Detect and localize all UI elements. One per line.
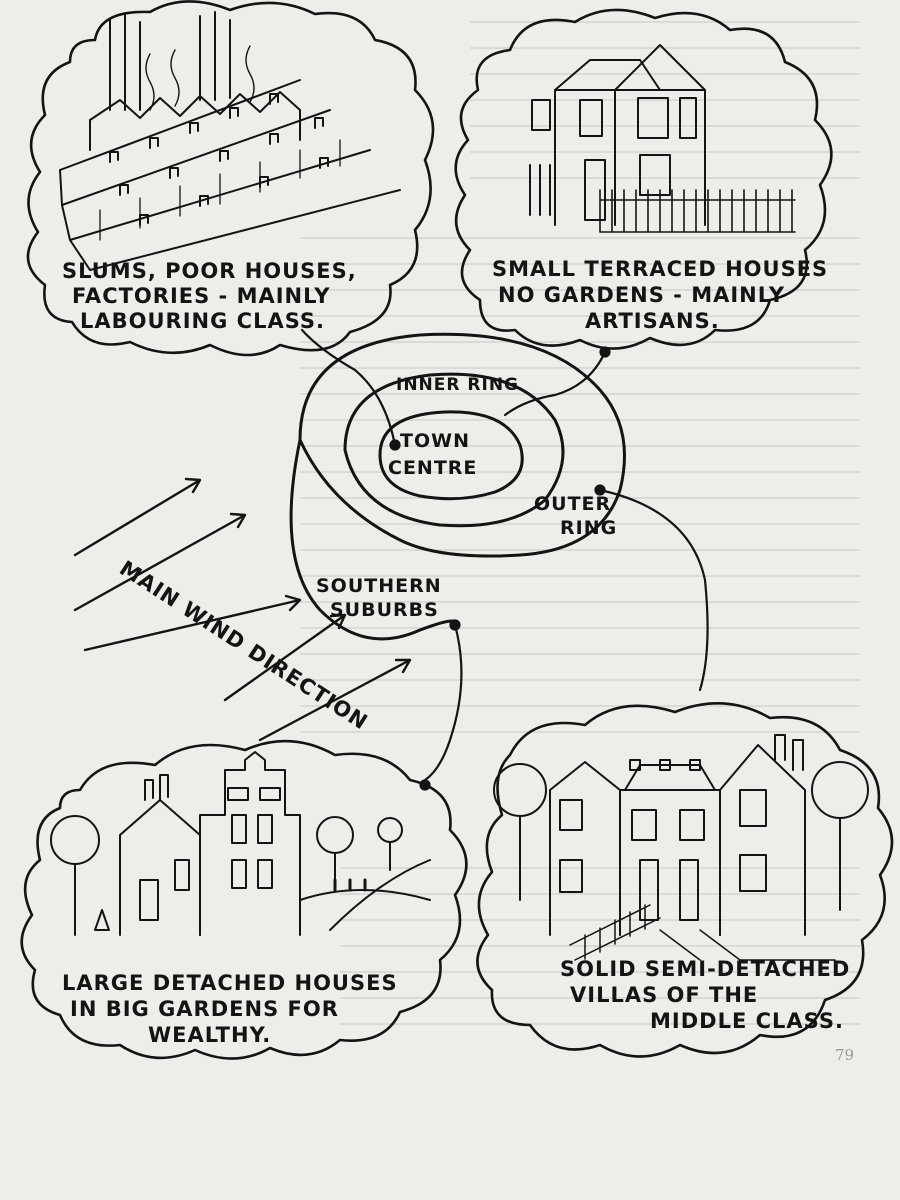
terraced-cloud-outline: [454, 8, 833, 350]
ring-zones: INNER RING TOWN CENTRE OUTER RING SOUTHE…: [289, 332, 626, 641]
factory-illustration: [89, 11, 301, 151]
slums-caption: SLUMS, POOR HOUSES, FACTORIES - MAINLY L…: [62, 259, 365, 333]
connector-semi: [598, 488, 709, 692]
background-text-lines: [300, 21, 860, 1025]
southern-suburbs-loop: [289, 438, 458, 641]
terraced-caption: SMALL TERRACED HOUSES NO GARDENS - MAINL…: [492, 257, 837, 333]
terraced-house-illustration: [529, 44, 796, 233]
page-number: 79: [835, 1046, 854, 1064]
inner-ring-outline: [343, 372, 565, 528]
wind-arrows: [73, 477, 412, 742]
outer-ring-label: OUTER RING: [534, 493, 619, 539]
connector-lines: [300, 328, 709, 791]
outer-ring-outline: [298, 332, 626, 558]
connector-slums: [300, 328, 397, 447]
mansion-illustration: [50, 751, 431, 936]
town-centre-outline: [378, 410, 524, 501]
slums-cloud-outline: [26, 0, 435, 357]
semi-cloud-outline: [476, 702, 894, 1058]
slum-rows-illustration: [59, 79, 401, 271]
villa-illustration: [493, 734, 869, 961]
detached-cloud-outline: [20, 739, 468, 1060]
town-centre-label: TOWN CENTRE: [388, 430, 478, 479]
slums-cloud: SLUMS, POOR HOUSES, FACTORIES - MAINLY L…: [26, 0, 435, 357]
connector-detached: [423, 623, 463, 782]
semi-cloud: SOLID SEMI-DETACHED VILLAS OF THE MIDDLE…: [476, 702, 894, 1058]
terraced-cloud: SMALL TERRACED HOUSES NO GARDENS - MAINL…: [454, 8, 837, 350]
southern-suburbs-label: SOUTHERN SUBURBS: [316, 575, 449, 621]
detached-caption: LARGE DETACHED HOUSES IN BIG GARDENS FOR…: [62, 971, 406, 1047]
inner-ring-label: INNER RING: [396, 375, 519, 395]
connector-terraced: [503, 350, 607, 417]
detached-cloud: LARGE DETACHED HOUSES IN BIG GARDENS FOR…: [20, 739, 468, 1060]
semi-caption: SOLID SEMI-DETACHED VILLAS OF THE MIDDLE…: [560, 957, 859, 1033]
